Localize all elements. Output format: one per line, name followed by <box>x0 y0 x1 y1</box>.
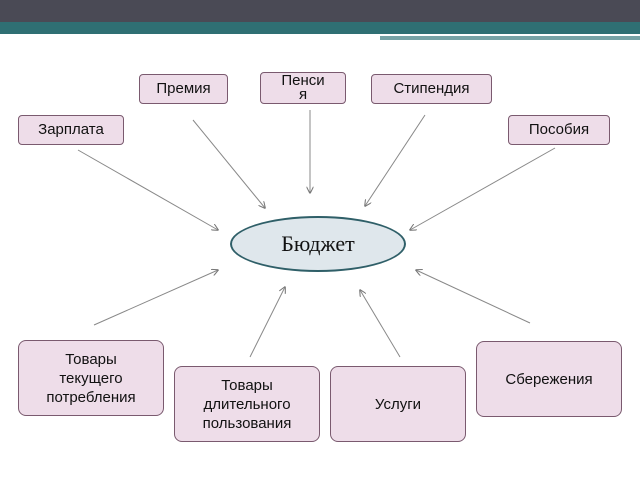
node-sberezheniya: Сбережения <box>476 341 622 417</box>
header-accent-bar <box>0 22 640 34</box>
node-tovary-tekushchego-line1: Товары <box>65 350 117 368</box>
node-byudzhet-label: Бюджет <box>281 231 355 256</box>
node-tovary-dlitelnogo: Товары длительного пользования <box>174 366 320 442</box>
node-stipendiya-label: Стипендия <box>393 80 470 97</box>
node-tovary-tekushchego-line2: текущего <box>59 369 123 387</box>
arrow-tovary-dlitelnogo <box>249 287 285 358</box>
node-pensiya: Пенси я <box>260 72 346 104</box>
node-byudzhet: Бюджет <box>230 216 406 272</box>
arrow-stipendiya <box>365 114 426 206</box>
node-zarplata-label: Зарплата <box>38 121 104 138</box>
node-tovary-tekushchego-line3: потребления <box>46 388 136 406</box>
node-pensiya-label-line1: Пенси <box>281 72 325 89</box>
arrow-premiya <box>192 119 265 208</box>
node-posobiya: Пособия <box>508 115 610 145</box>
node-pensiya-label-line2: я <box>298 86 308 103</box>
node-sberezheniya-label: Сбережения <box>505 370 593 388</box>
header-accent-line <box>380 36 640 40</box>
node-premiya: Премия <box>139 74 228 104</box>
arrow-posobiya <box>410 147 556 230</box>
arrow-uslugi <box>360 290 401 358</box>
node-tovary-dlitelnogo-line3: пользования <box>202 414 292 432</box>
node-tovary-tekushchego: Товары текущего потребления <box>18 340 164 416</box>
node-tovary-dlitelnogo-line2: длительного <box>203 395 291 413</box>
arrow-tovary-tekushchego <box>93 270 218 326</box>
node-stipendiya: Стипендия <box>371 74 492 104</box>
node-uslugi: Услуги <box>330 366 466 442</box>
node-zarplata: Зарплата <box>18 115 124 145</box>
node-posobiya-label: Пособия <box>528 121 590 138</box>
node-tovary-dlitelnogo-line1: Товары <box>221 376 273 394</box>
arrow-sberezheniya <box>416 270 531 324</box>
node-premiya-label: Премия <box>156 80 211 97</box>
node-uslugi-label: Услуги <box>374 395 422 413</box>
arrow-zarplata <box>77 149 218 230</box>
header-bar <box>0 0 640 22</box>
